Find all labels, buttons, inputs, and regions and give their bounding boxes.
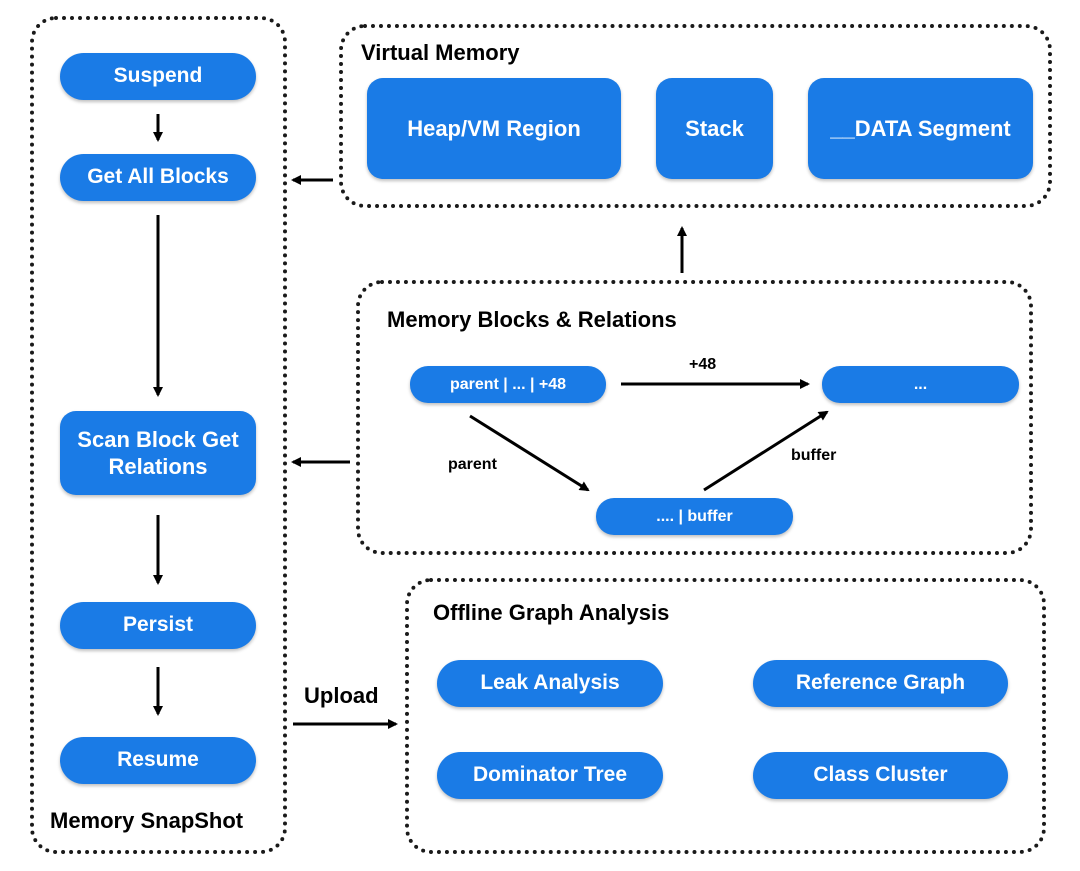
parent-block-node[interactable]: parent | ... | +48 bbox=[410, 366, 606, 403]
memory-snapshot-title: Memory SnapShot bbox=[50, 808, 244, 833]
memory-snapshot-panel bbox=[30, 16, 287, 854]
virtual-memory-panel bbox=[339, 24, 1052, 208]
heap-region[interactable]: Heap/VM Region bbox=[367, 78, 621, 179]
buffer-block-node[interactable]: .... | buffer bbox=[596, 498, 793, 535]
offline-analysis-panel bbox=[405, 578, 1046, 854]
offset-edge-label: +48 bbox=[689, 356, 717, 373]
upload-label: Upload bbox=[304, 683, 379, 708]
memory-blocks-panel bbox=[356, 280, 1033, 555]
reference-graph-item[interactable]: Reference Graph bbox=[753, 660, 1008, 707]
class-cluster-item[interactable]: Class Cluster bbox=[753, 752, 1008, 799]
offline-analysis-title: Offline Graph Analysis bbox=[433, 600, 670, 625]
buffer-edge-label: buffer bbox=[791, 447, 837, 464]
data-segment-region[interactable]: __DATA Segment bbox=[808, 78, 1033, 179]
memory-blocks-title: Memory Blocks & Relations bbox=[387, 307, 677, 332]
get-all-blocks-step[interactable]: Get All Blocks bbox=[60, 154, 256, 201]
target-block-node[interactable]: ... bbox=[822, 366, 1019, 403]
resume-step[interactable]: Resume bbox=[60, 737, 256, 784]
suspend-step[interactable]: Suspend bbox=[60, 53, 256, 100]
arrow-buffer-relation bbox=[703, 410, 829, 492]
leak-analysis-item[interactable]: Leak Analysis bbox=[437, 660, 663, 707]
arrow-parent-relation bbox=[469, 414, 590, 492]
stack-region[interactable]: Stack bbox=[656, 78, 773, 179]
parent-edge-label: parent bbox=[448, 456, 497, 473]
persist-step[interactable]: Persist bbox=[60, 602, 256, 649]
scan-block-step[interactable]: Scan Block Get Relations bbox=[60, 411, 256, 495]
virtual-memory-title: Virtual Memory bbox=[361, 40, 520, 65]
dominator-tree-item[interactable]: Dominator Tree bbox=[437, 752, 663, 799]
